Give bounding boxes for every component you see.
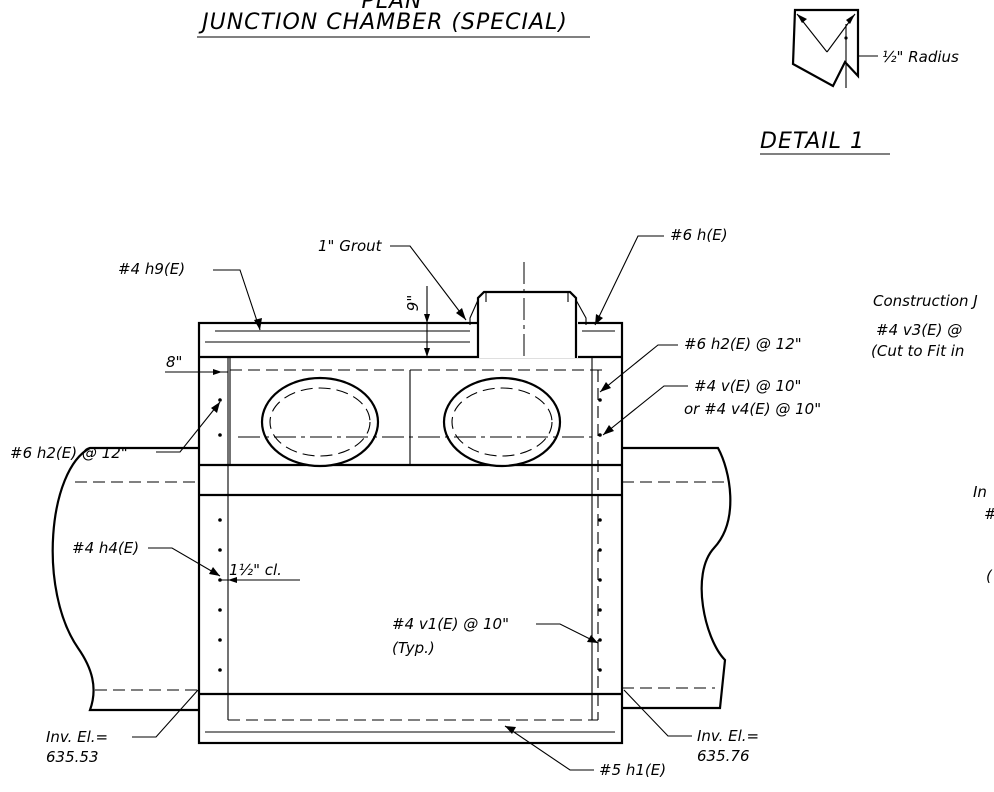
pipe-left-outline [51, 446, 199, 712]
label-v4-right-text: or #4 v4(E) @ 10" [684, 400, 821, 418]
rebar-dots-left [218, 398, 222, 672]
label-h4-text: #4 h4(E) [72, 539, 139, 557]
label-inv-left-line1: Inv. El.= [46, 728, 108, 746]
label-v-right-arrow [603, 425, 614, 435]
label-h9: #4 h9(E) [118, 260, 262, 331]
title-plan: PLAN [361, 0, 422, 14]
label-grout-text: 1" Grout [318, 237, 383, 255]
dim-nine-arrow-top [424, 314, 430, 323]
dim-clear-arrow [228, 577, 237, 583]
dim-eight-label: 8" [166, 353, 182, 371]
note-construction: Construction J [873, 292, 978, 310]
label-h2-left-text: #6 h2(E) @ 12" [10, 444, 128, 462]
detail-title: DETAIL 1 [760, 129, 865, 154]
label-h4-arrow [209, 567, 220, 576]
label-h-top: #6 h(E) [594, 226, 728, 326]
riser-flare-left [469, 299, 479, 325]
label-h4: #4 h4(E) [72, 539, 221, 577]
label-h1-arrow [505, 726, 516, 734]
dim-eight: 8" [165, 353, 228, 375]
label-v1-text: #4 v1(E) @ 10" [392, 615, 509, 633]
note-cut: (Cut to Fit in [871, 342, 964, 360]
pipe-right-outline [622, 446, 732, 710]
detail-bar-dot [844, 36, 848, 40]
detail-section-outline [791, 8, 860, 88]
label-h2-left-arrow [211, 402, 220, 413]
detail-arrow-right [846, 14, 855, 24]
label-v1: #4 v1(E) @ 10" (Typ.) [392, 615, 599, 657]
label-inv-right-line2: 635.76 [697, 747, 750, 765]
label-h2-left-leader [156, 401, 221, 453]
label-h9-leader [213, 269, 261, 331]
note-v3: #4 v3(E) @ [876, 321, 962, 339]
label-v-right-text: #4 v(E) @ 10" [694, 377, 801, 395]
note-paren: ( [986, 567, 993, 585]
plan-title: PLAN JUNCTION CHAMBER (SPECIAL) [197, 0, 590, 38]
opening-right-inner [451, 387, 553, 457]
title-junction-chamber: JUNCTION CHAMBER (SPECIAL) [198, 10, 568, 35]
label-h1: #5 h1(E) [504, 725, 666, 779]
label-h-top-text: #6 h(E) [670, 226, 728, 244]
label-inv-right-leader [623, 689, 692, 737]
label-inv-right: Inv. El.= 635.76 [623, 689, 759, 765]
label-h2-right-text: #6 h2(E) @ 12" [684, 335, 802, 353]
riser-fill [478, 298, 578, 358]
opening-left-inner [269, 387, 371, 457]
chamber [197, 321, 624, 745]
label-h-top-arrow [595, 314, 603, 325]
label-h-top-leader [594, 235, 664, 326]
rebar-dots-right [598, 398, 602, 672]
label-h1-leader [504, 725, 594, 771]
right-notes: Construction J #4 v3(E) @ (Cut to Fit in… [871, 292, 994, 585]
riser-flare-right [575, 299, 587, 325]
pipe-right [622, 446, 732, 710]
riser-outline [476, 290, 578, 358]
detail-radius-label: ½" Radius [882, 48, 959, 66]
dim-clear: 1½" cl. [220, 561, 300, 583]
riser [469, 262, 587, 360]
label-inv-left-line2: 635.53 [46, 748, 99, 766]
detail-1: ½" Radius DETAIL 1 [760, 8, 959, 155]
label-typ-text: (Typ.) [392, 639, 435, 657]
pipe-left [51, 446, 199, 712]
opening-left [260, 376, 380, 468]
label-grout-leader [390, 245, 467, 321]
label-grout-arrow [456, 308, 466, 320]
label-v1-arrow [587, 635, 598, 643]
label-inv-right-line1: Inv. El.= [697, 727, 759, 745]
opening-right-outer [442, 376, 562, 468]
note-in: In [973, 483, 987, 501]
label-v1-leader [536, 623, 599, 644]
opening-right [442, 376, 562, 468]
dim-nine-arrow-bottom [424, 348, 430, 357]
dim-nine: 9" [404, 286, 430, 357]
label-h2-left: #6 h2(E) @ 12" [10, 401, 221, 462]
dim-eight-arrow [213, 369, 222, 375]
label-grout: 1" Grout [318, 237, 467, 321]
detail-arrow-left [797, 14, 807, 23]
label-h9-arrow [254, 318, 262, 330]
label-h2-right-leader [599, 344, 678, 393]
label-h9-text: #4 h9(E) [118, 260, 185, 278]
dim-nine-label: 9" [404, 295, 422, 311]
label-inv-left: Inv. El.= 635.53 [46, 689, 199, 766]
label-v-right: #4 v(E) @ 10" or #4 v4(E) @ 10" [602, 377, 821, 436]
note-hash: # [984, 505, 994, 523]
label-h2-right-arrow [600, 382, 611, 392]
label-h1-text: #5 h1(E) [599, 761, 666, 779]
dim-clear-label: 1½" cl. [229, 561, 282, 579]
label-h4-leader [148, 547, 221, 577]
label-v-right-leader [602, 385, 688, 436]
label-h2-right: #6 h2(E) @ 12" [599, 335, 802, 393]
label-inv-left-leader [132, 689, 199, 738]
opening-left-outer [260, 376, 380, 468]
